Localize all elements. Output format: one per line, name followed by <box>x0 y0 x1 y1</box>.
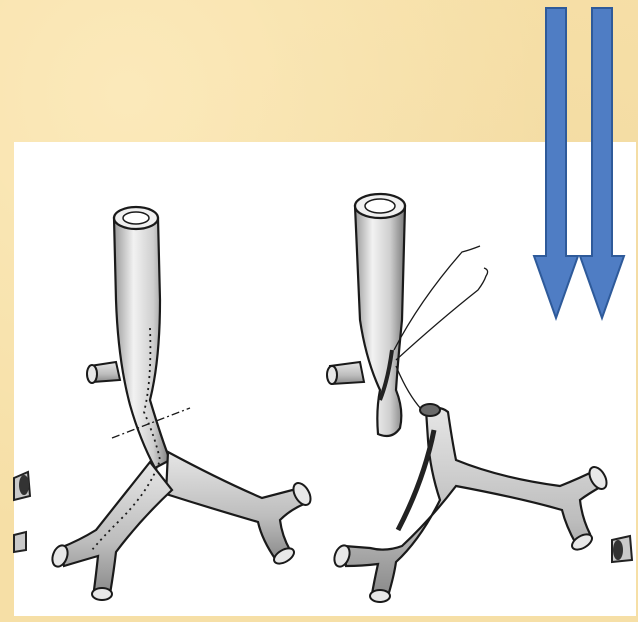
down-arrow-icon <box>580 8 624 318</box>
down-arrow-icon <box>534 8 578 318</box>
